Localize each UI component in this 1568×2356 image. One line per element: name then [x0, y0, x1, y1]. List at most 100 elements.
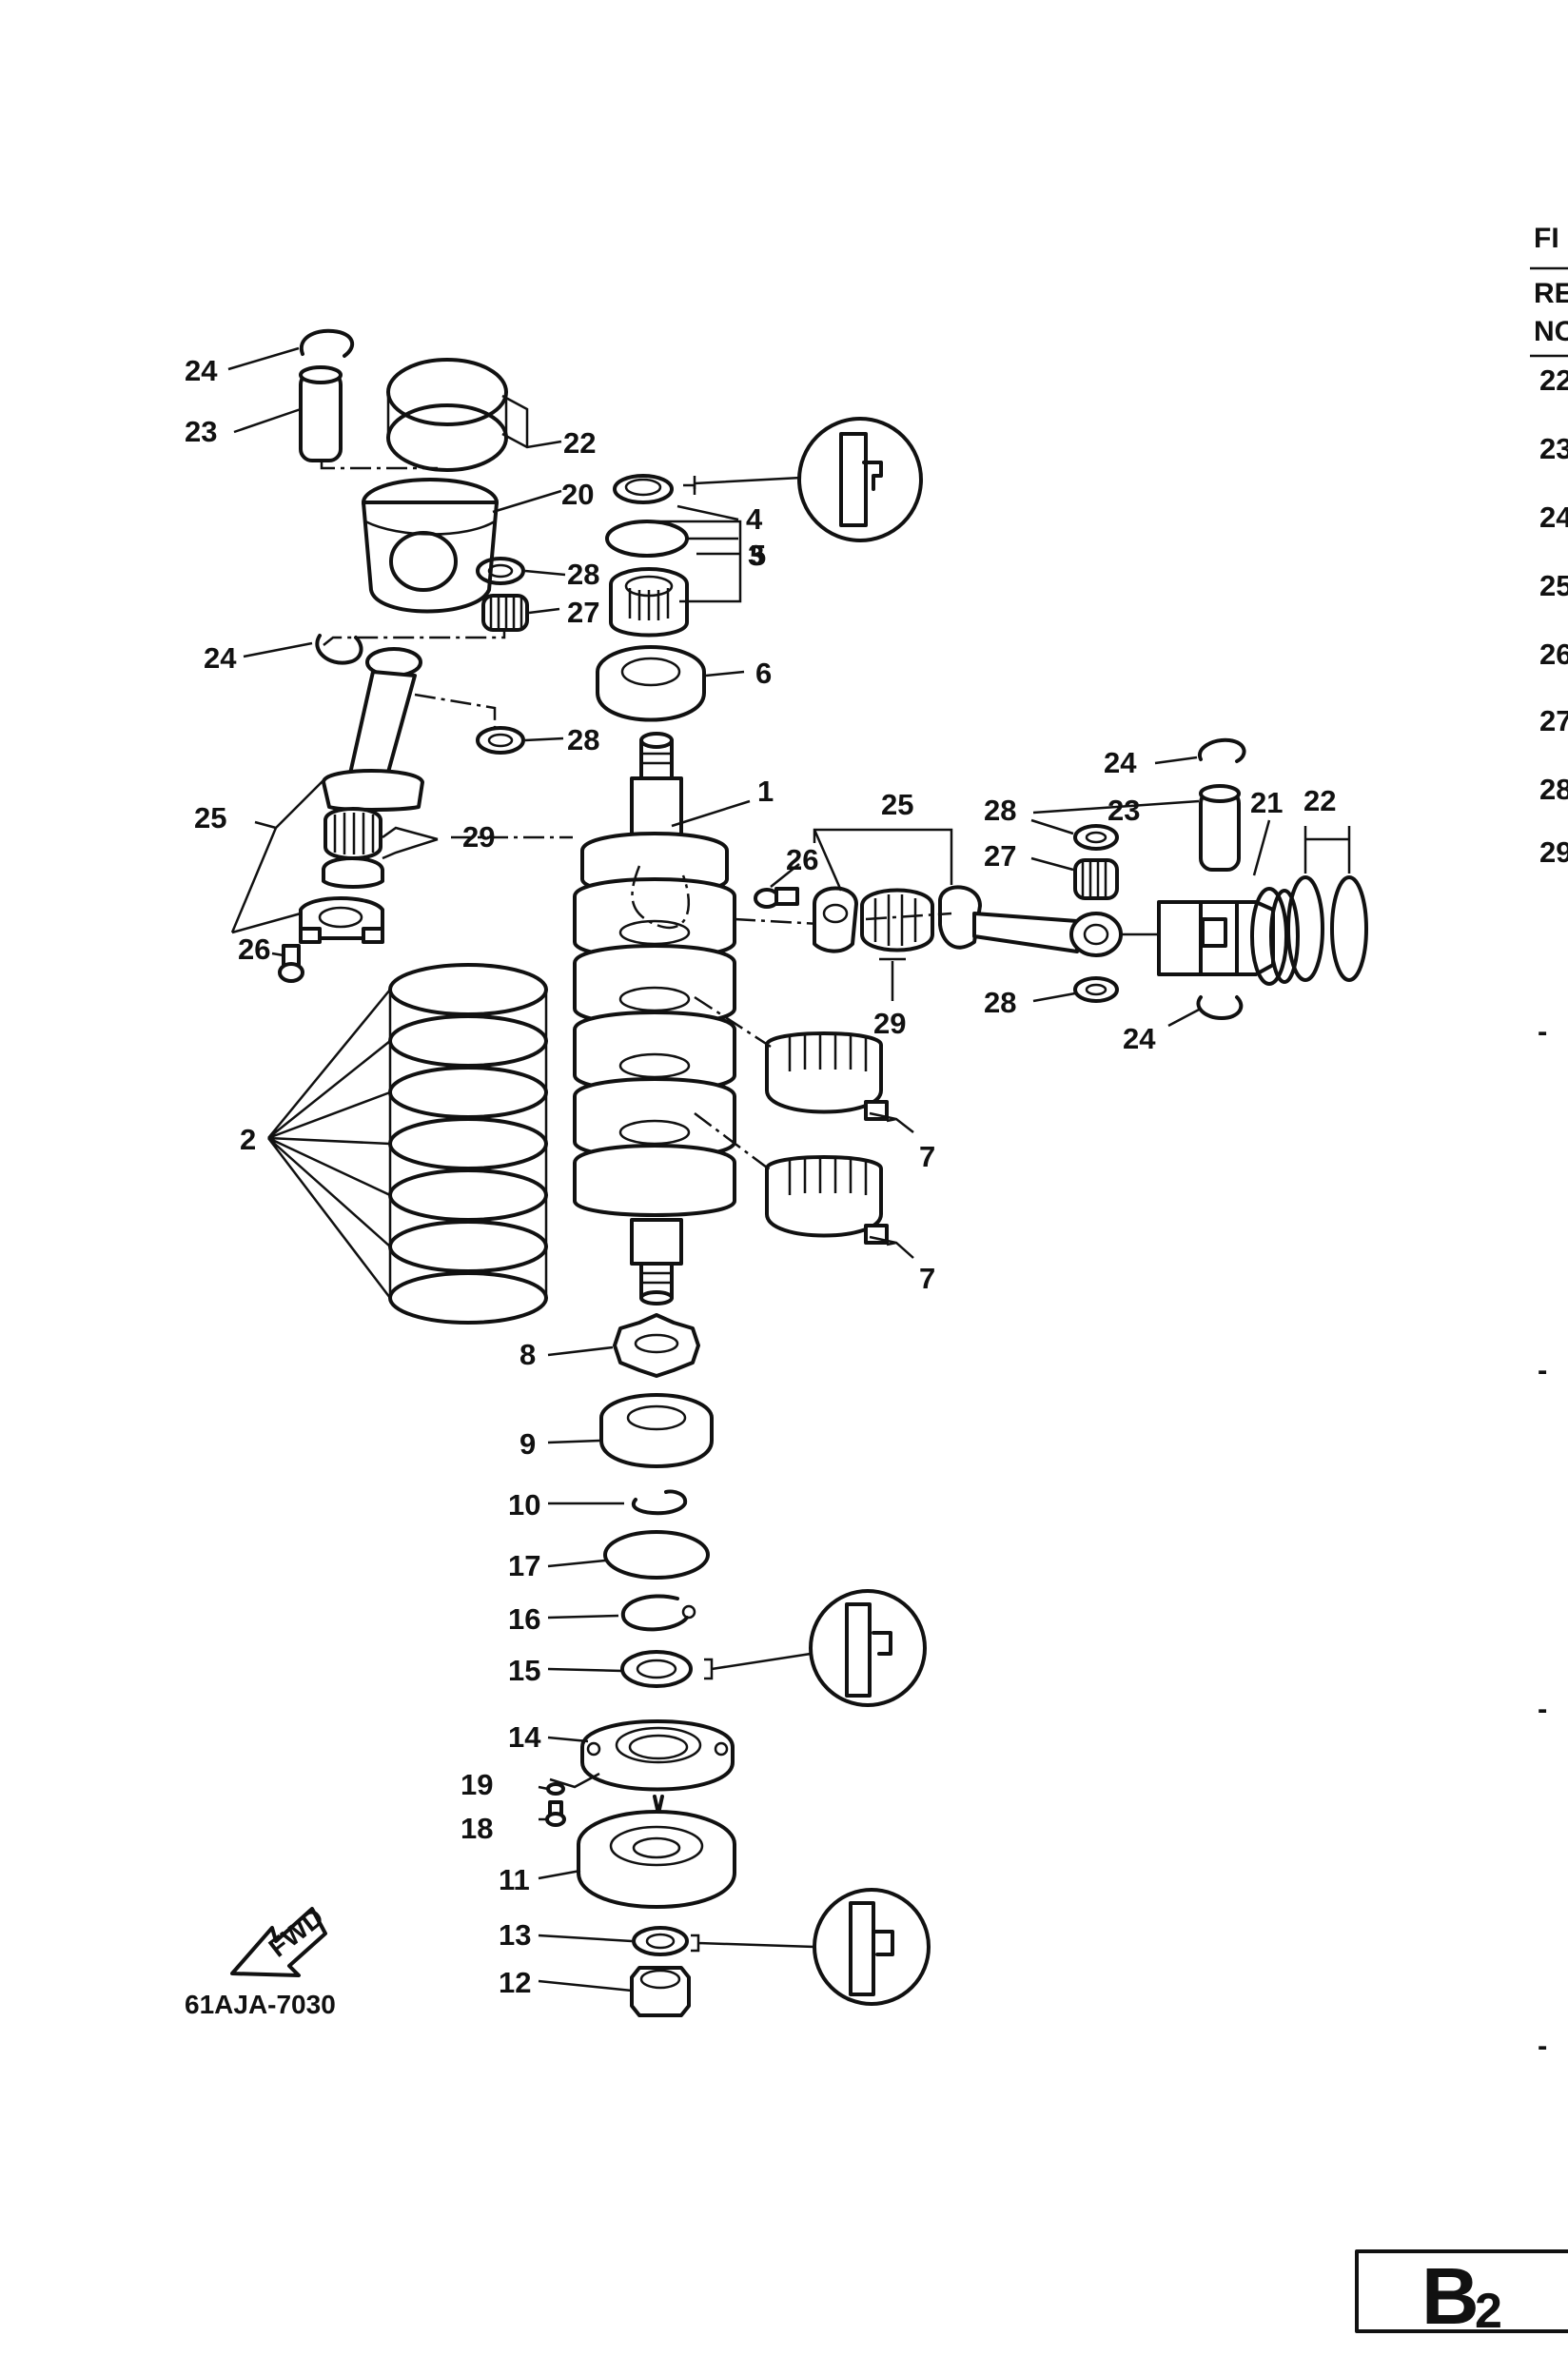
table-ref-no: 27 [1539, 704, 1568, 737]
rod-cap-25-left [299, 896, 384, 944]
callout-label: 17 [508, 1549, 540, 1582]
table-row-mark: - [1538, 2029, 1547, 2062]
callout-label: 13 [499, 1918, 531, 1952]
page-badge: B 2 [1355, 2249, 1568, 2341]
piston-pin-23-right [1199, 784, 1241, 872]
main-bearing-7-upper [765, 1031, 889, 1121]
callout-label: 26 [786, 843, 818, 876]
crank-seal-rings-2 [388, 963, 548, 1325]
oil-seal-13 [632, 1926, 689, 1956]
callout-label: 24 [1123, 1022, 1156, 1055]
rod-bolt-26-right [754, 887, 799, 909]
callout-label: 25 [881, 788, 913, 821]
callout-label: 28 [567, 558, 599, 591]
callout-label: 27 [567, 596, 599, 629]
callout-label: 24 [204, 641, 237, 675]
table-row-mark: - [1538, 1692, 1547, 1725]
parts-table: FI RE NO 22 23 24 25 26 27 28 29 - - - - [1530, 223, 1568, 2062]
table-ref-no: 26 [1539, 638, 1568, 671]
detail-balloon-middle [809, 1589, 927, 1707]
table-row-mark: - [1538, 1014, 1547, 1048]
o-ring-17 [603, 1530, 710, 1580]
rod-bolt-26-left [278, 944, 304, 983]
washer-28-right-top [1073, 824, 1119, 851]
table-ref-no: 25 [1539, 569, 1568, 602]
nut-12 [630, 1966, 691, 2017]
washer-19 [546, 1782, 565, 1796]
detail-balloon-bottom [813, 1888, 931, 2006]
table-ref-no: 22 [1539, 363, 1568, 397]
washer-28-left-middle [476, 726, 525, 755]
table-header-ref-2: NO [1534, 316, 1568, 347]
callout-label: 18 [461, 1812, 493, 1845]
bearing-9-lower [599, 1393, 714, 1468]
callout-label: 27 [984, 839, 1016, 873]
table-ref-no: 29 [1539, 835, 1568, 869]
callout-label: 21 [1250, 786, 1283, 819]
callout-label: 22 [1303, 784, 1336, 817]
oil-seal-4-top [613, 474, 674, 504]
needle-bearing-27-right [1073, 858, 1119, 900]
circlip-24-top [299, 328, 355, 358]
table-ref-no: 28 [1539, 773, 1568, 806]
bolt-18 [545, 1800, 566, 1827]
table-header-fig: FI [1534, 223, 1559, 254]
connecting-rod-25-right [938, 885, 1123, 957]
piston-rings-22-right [1286, 875, 1368, 982]
table-row-mark: - [1538, 1353, 1547, 1386]
page-badge-main: B [1421, 2251, 1480, 2341]
circlip-24-left-lower [315, 634, 363, 665]
callout-label: 26 [238, 933, 270, 966]
piston-20 [362, 478, 499, 614]
connecting-rod-25-left [322, 647, 424, 812]
callout-label: 8 [519, 1338, 536, 1371]
callout-labels: 1 2 3 4 5 6 7 7 8 9 10 11 12 13 14 15 16… [185, 354, 1336, 1999]
crankshaft-1 [573, 732, 736, 1306]
detail-balloon-top [797, 417, 923, 542]
callout-label: 24 [185, 354, 218, 387]
callout-label: 24 [1104, 746, 1137, 779]
bearing-housing-11 [577, 1810, 736, 1909]
drawing-code: 61AJA-7030 [185, 1990, 336, 2019]
table-ref-no: 23 [1539, 432, 1568, 465]
callout-label: 22 [563, 426, 596, 460]
table-header-ref-1: RE [1534, 278, 1568, 309]
callout-label: 29 [462, 820, 495, 854]
rod-cap-25-right [813, 886, 858, 953]
callout-label: 28 [984, 794, 1016, 827]
callout-label: 11 [499, 1863, 530, 1896]
washer-28-upper-left [476, 557, 525, 585]
callout-label: 15 [508, 1654, 540, 1687]
piston-21 [1157, 887, 1300, 986]
callout-label: 4 [746, 502, 763, 536]
circlip-16 [620, 1594, 696, 1632]
callout-label: 19 [461, 1768, 493, 1801]
o-ring-5-top [605, 520, 689, 558]
circlip-24-right-top [1197, 737, 1246, 763]
housing-3-bearing [609, 567, 689, 638]
callout-label: 28 [567, 723, 599, 756]
oil-seal-15 [620, 1650, 693, 1688]
callout-label: 10 [508, 1488, 540, 1522]
fwd-arrow-icon: FWD [230, 1902, 329, 1977]
needle-bearing-29-right [860, 888, 934, 952]
piston-pin-23-left [299, 365, 343, 462]
callout-label: 3 [748, 539, 764, 572]
callout-label: 9 [519, 1427, 536, 1461]
callout-label: 23 [1107, 794, 1140, 827]
callout-label: 16 [508, 1602, 540, 1636]
bearing-6-top [596, 645, 706, 722]
page-badge-sub: 2 [1475, 2284, 1502, 2339]
needle-bearing-29-left [322, 807, 384, 889]
callout-label: 7 [919, 1262, 935, 1295]
callout-label: 14 [508, 1720, 541, 1754]
callout-label: 1 [757, 775, 774, 808]
callout-label: 25 [194, 801, 226, 834]
snap-ring-10 [631, 1489, 688, 1516]
callout-label: 5 [750, 539, 766, 572]
table-ref-no: 24 [1539, 501, 1568, 534]
callout-label: 23 [185, 415, 217, 448]
callout-label: 29 [873, 1007, 906, 1040]
callout-label: 28 [984, 986, 1016, 1019]
